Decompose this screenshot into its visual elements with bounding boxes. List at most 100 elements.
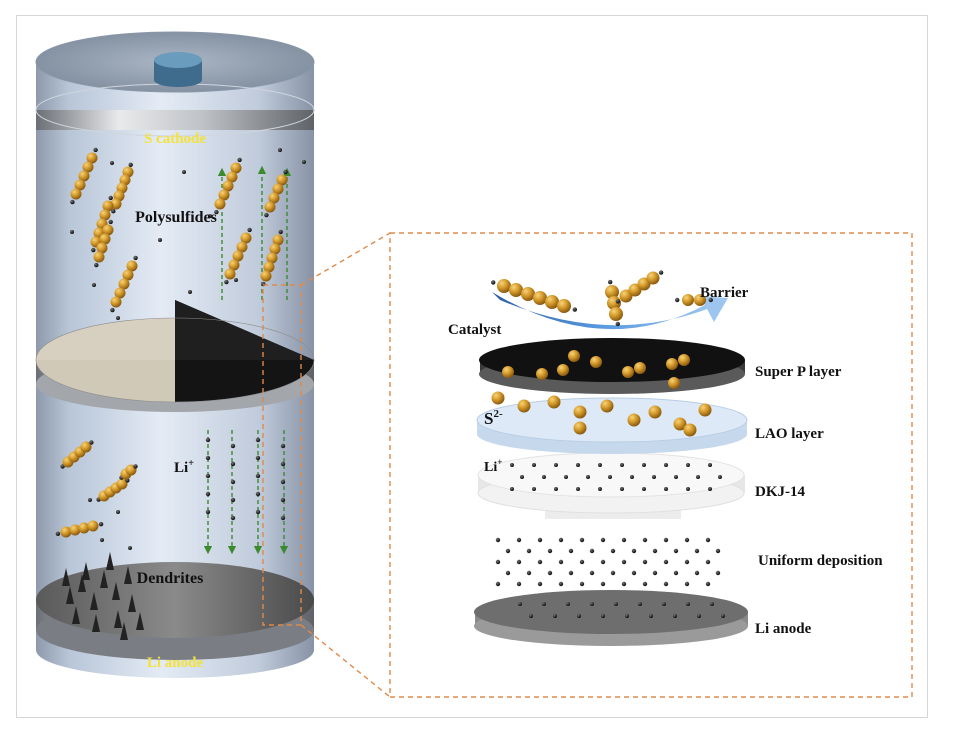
li-ion-dot: [88, 498, 92, 502]
sulfur-bead: [683, 423, 697, 437]
li-ion-dot: [537, 559, 543, 565]
detail-li-ions: [495, 463, 725, 618]
sulfur-bead: [218, 189, 230, 201]
li-ion-dot: [600, 581, 606, 587]
li-ion-dot: [205, 509, 211, 515]
sulfur-bead: [600, 399, 614, 413]
sulfur-bead: [627, 413, 641, 427]
li-ion-dot: [579, 559, 585, 565]
li-ion-dot: [620, 463, 624, 467]
polysulfide-chain: [615, 270, 664, 304]
cathode-label: S cathode: [144, 131, 206, 147]
li-ion-dot: [526, 570, 532, 576]
li-ion-dot: [110, 161, 114, 165]
li-ion-dot: [558, 559, 564, 565]
sulfur-bead: [502, 366, 514, 378]
li-ion-dot: [586, 475, 590, 479]
li-ion-dot: [652, 475, 656, 479]
li-ion-dot: [614, 602, 618, 606]
li-ion-dot: [696, 475, 700, 479]
li-ion-dot: [684, 537, 690, 543]
dendrite-spike: [90, 592, 98, 610]
sulfur-bead: [694, 294, 706, 306]
sulfur-bead: [491, 391, 505, 405]
sulfur-bead: [78, 170, 90, 182]
li-ion-dot: [673, 570, 679, 576]
li-ion-dot: [694, 548, 700, 554]
li-ion-dot: [510, 487, 514, 491]
anode-label: Li anode: [147, 655, 204, 671]
dendrite-spike: [106, 552, 114, 570]
sulfur-bead: [547, 395, 561, 409]
sulfur-bead: [545, 295, 559, 309]
li-ion-dot: [572, 307, 577, 312]
li-ion-dot: [684, 559, 690, 565]
sulfur-bead: [99, 233, 111, 245]
sulfur-bead: [272, 234, 284, 246]
li-ion-dot: [255, 455, 261, 461]
li-ion-dot: [577, 614, 581, 618]
zoom-source-box: [262, 284, 302, 626]
sulfur-bead: [122, 269, 134, 281]
polysulfide-chain: [675, 294, 713, 306]
li-ion-dot: [675, 297, 680, 303]
sulfur-bead: [517, 399, 531, 413]
li-ion-dot: [579, 537, 585, 543]
li-ion-dot: [642, 487, 646, 491]
polysulfide-chain: [93, 219, 114, 268]
sulfide-ion-label: S2-: [484, 408, 503, 428]
li-ion-dot: [649, 614, 653, 618]
sulfur-bead: [99, 209, 111, 221]
li-ion-dot: [652, 570, 658, 576]
sulfur-bead: [536, 368, 548, 380]
sulfur-bead: [224, 268, 236, 280]
li-ion-dot: [91, 247, 96, 253]
sulfur-bead: [96, 242, 108, 254]
li-ion-dot: [230, 443, 236, 449]
layer-label-li-anode: Li anode: [755, 621, 812, 637]
li-ion-dot: [642, 537, 648, 543]
li-ion-dot: [89, 440, 94, 445]
li-ion-dot: [579, 581, 585, 587]
li-ion-dot: [526, 548, 532, 554]
layer-label-dkj14: DKJ-14: [755, 484, 805, 500]
sulfur-bead: [605, 285, 619, 299]
sulfur-bead: [87, 520, 99, 532]
polysulfide-chain: [55, 520, 104, 538]
li-ion-dot: [302, 160, 306, 164]
sulfur-bead: [568, 350, 580, 362]
li-ion-dot: [516, 559, 522, 565]
li-ion-dot: [686, 602, 690, 606]
li-ion-dot: [610, 548, 616, 554]
li-ion-dot: [234, 278, 238, 282]
li-ion-dot: [111, 209, 116, 214]
sulfur-bead: [70, 188, 82, 200]
li-ion-dot: [510, 463, 514, 467]
sulfur-bead: [78, 522, 90, 534]
li-ion-dot: [516, 581, 522, 587]
li-ion-dot: [694, 570, 700, 576]
li-ion-dot: [280, 443, 286, 449]
li-ion-dot: [697, 614, 701, 618]
polysulfide-chain: [214, 157, 242, 215]
li-ion-dot: [98, 522, 104, 527]
dendrite-spike: [112, 582, 120, 600]
sulfur-bead: [673, 417, 687, 431]
li-ion-flux-arrows: [203, 430, 289, 555]
cell-li-ion-label: Li+: [174, 458, 194, 476]
li-ion-dot: [566, 602, 570, 606]
layer-label-lao: LAO layer: [755, 426, 824, 442]
li-ion-dot: [230, 515, 236, 521]
dendrite-group: [62, 552, 144, 640]
li-ion-dot: [547, 548, 553, 554]
sulfur-bead: [86, 152, 98, 164]
li-ion-dot: [705, 559, 711, 565]
layer-detail: Catalyst Barrier S2- Li+ Super P layer L…: [448, 270, 883, 646]
li-ion-dot: [673, 614, 677, 618]
dendrite-spike: [124, 566, 132, 584]
li-ion-dot: [621, 537, 627, 543]
li-ion-dot: [576, 463, 580, 467]
sulfur-bead: [573, 421, 587, 435]
sulfur-bead: [272, 183, 284, 195]
li-ion-dot: [110, 307, 115, 313]
